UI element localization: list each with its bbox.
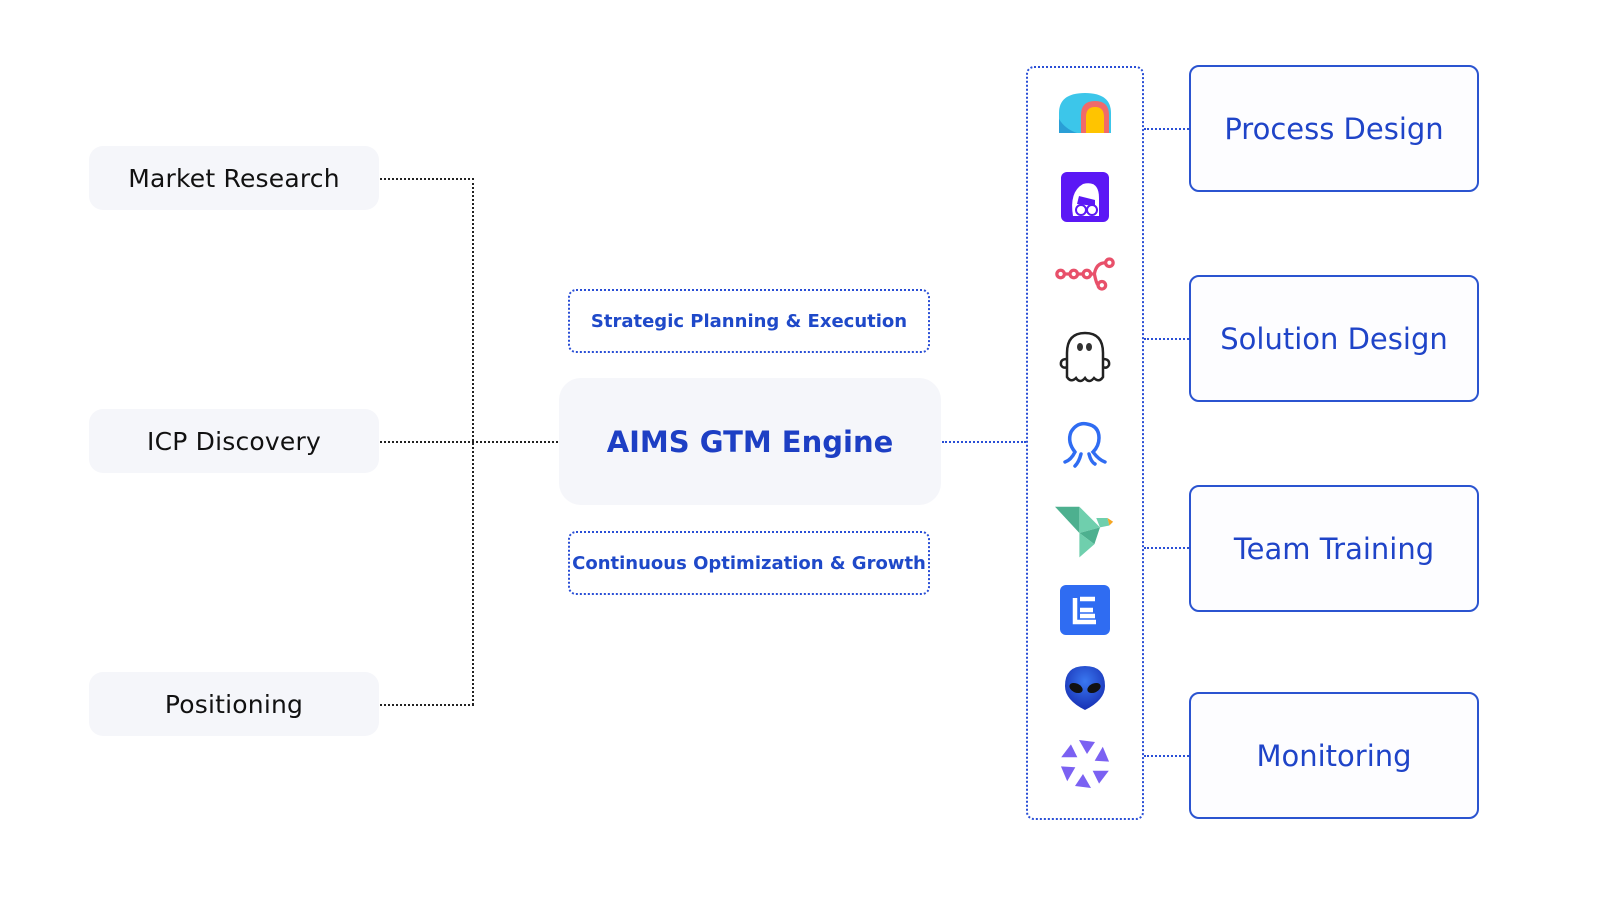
monitoring-label: Monitoring [1256, 738, 1412, 773]
process-design-node: Process Design [1189, 65, 1479, 192]
purple-aperture-logo-icon [1055, 734, 1115, 794]
connector-left-trunk [472, 178, 474, 705]
strategic-planning-label: Strategic Planning & Execution [590, 310, 908, 332]
connector-process-design [1144, 128, 1189, 130]
process-design-label: Process Design [1224, 111, 1444, 146]
connector-positioning [380, 704, 474, 706]
team-training-label: Team Training [1233, 531, 1435, 566]
market-research-label: Market Research [128, 163, 340, 193]
engine-title: AIMS GTM Engine [606, 424, 894, 459]
purple-glasses-avatar-icon [1055, 167, 1115, 227]
positioning-label: Positioning [164, 689, 304, 719]
ghost-logo-icon [1055, 327, 1115, 387]
connector-engine-tools [942, 441, 1026, 443]
icp-discovery-label: ICP Discovery [147, 426, 321, 456]
connector-monitoring [1144, 755, 1189, 757]
connector-market-research [380, 178, 474, 180]
tunnel-arch-logo-icon [1055, 84, 1115, 144]
market-research-node: Market Research [89, 146, 379, 210]
team-training-node: Team Training [1189, 485, 1479, 612]
node-graph-logo-icon [1055, 244, 1115, 304]
tools-panel [1026, 66, 1144, 820]
continuous-optimization-label: Continuous Optimization & Growth [572, 552, 926, 574]
solution-design-label: Solution Design [1220, 321, 1448, 356]
connector-solution-design [1144, 338, 1189, 340]
connector-icp-discovery [380, 441, 558, 443]
octopus-logo-icon [1055, 414, 1115, 474]
continuous-optimization-pill: Continuous Optimization & Growth [568, 531, 930, 595]
positioning-node: Positioning [89, 672, 379, 736]
alien-head-logo-icon [1055, 658, 1115, 718]
strategic-planning-pill: Strategic Planning & Execution [568, 289, 930, 353]
monitoring-node: Monitoring [1189, 692, 1479, 819]
solution-design-node: Solution Design [1189, 275, 1479, 402]
blue-e-square-logo-icon [1055, 580, 1115, 640]
geometric-bird-logo-icon [1055, 502, 1115, 562]
icp-discovery-node: ICP Discovery [89, 409, 379, 473]
connector-team-training [1144, 547, 1189, 549]
engine-node: AIMS GTM Engine [559, 378, 941, 505]
